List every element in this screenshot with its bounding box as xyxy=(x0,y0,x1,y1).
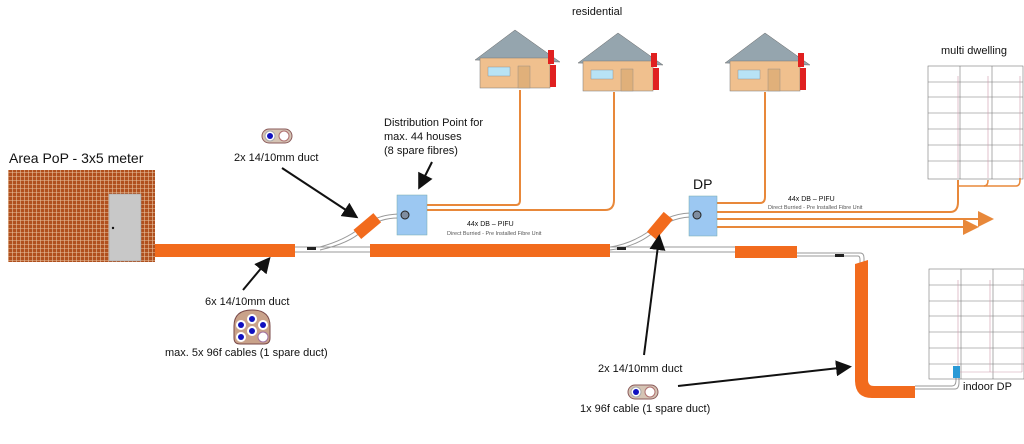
duct-icon-6x xyxy=(233,309,271,345)
duct-segment-vertical xyxy=(855,260,915,398)
thin-conduits xyxy=(295,246,960,390)
dp-note-line-3: (8 spare fibres) xyxy=(384,145,458,157)
dp-box-1 xyxy=(396,194,428,236)
pop-title: Area PoP - 3x5 meter xyxy=(9,150,144,166)
fibres-dp2 xyxy=(695,92,994,235)
multi-dwelling-risers xyxy=(957,178,1021,187)
duct-icon-2x-bottom xyxy=(627,384,659,400)
house-1 xyxy=(474,29,561,89)
duct-segment-3 xyxy=(735,246,797,258)
duct-segment-1 xyxy=(155,244,295,257)
pifu-title-1: 44x DB – PIFU xyxy=(467,221,514,228)
orange-ducts xyxy=(155,211,915,398)
couplers xyxy=(307,247,844,257)
indoor-building xyxy=(928,268,1024,380)
distribution-point-note: Distribution Point for max. 44 houses (8… xyxy=(384,116,483,158)
branch-duct-2 xyxy=(646,211,673,240)
dp-label: DP xyxy=(693,176,713,192)
indoor-dp-box xyxy=(953,366,960,378)
multi-dwelling-label: multi dwelling xyxy=(941,45,1008,57)
duct-capacity-bottom: 1x 96f cable (1 spare duct) xyxy=(580,403,711,415)
branch-duct-1 xyxy=(353,213,382,240)
duct-label-bottom: 2x 14/10mm duct xyxy=(598,363,683,375)
duct-label-main: 6x 14/10mm duct xyxy=(205,296,290,308)
pifu-subtitle-2: Direct Burried - Pre Installed Fibre Uni… xyxy=(768,205,863,211)
house-2 xyxy=(577,32,664,92)
pifu-subtitle-1: Direct Burried - Pre Installed Fibre Uni… xyxy=(447,231,542,237)
duct-icon-2x-top xyxy=(261,128,293,144)
multi-dwelling-building xyxy=(927,65,1024,180)
residential-label: residential xyxy=(572,6,623,18)
duct-segment-2 xyxy=(370,244,610,257)
house-3 xyxy=(724,32,811,92)
duct-label-top: 2x 14/10mm duct xyxy=(234,152,319,164)
duct-capacity-main: max. 5x 96f cables (1 spare duct) xyxy=(165,347,328,359)
pop-door xyxy=(108,193,142,262)
indoor-dp-label: indoor DP xyxy=(963,381,1012,393)
dp-note-line-1: Distribution Point for xyxy=(384,117,484,129)
pop-building xyxy=(8,170,155,262)
dp-note-line-2: max. 44 houses xyxy=(384,131,462,143)
pointer-arrows xyxy=(242,161,852,387)
pifu-title-2: 44x DB – PIFU xyxy=(788,196,835,203)
dp-box-2 xyxy=(688,195,718,237)
